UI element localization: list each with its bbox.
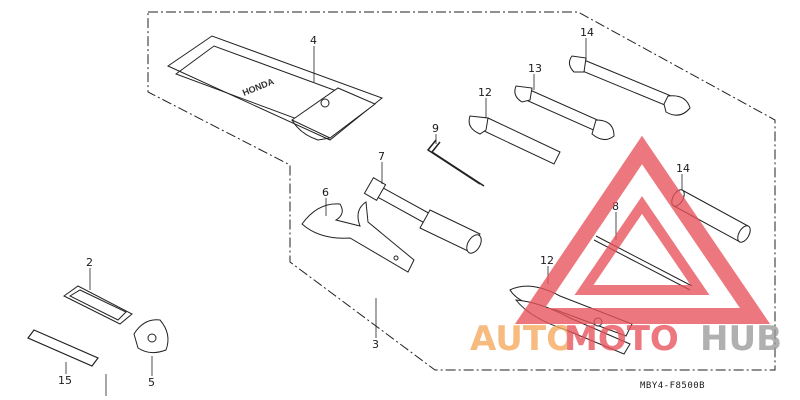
callout-6: 6 bbox=[322, 186, 329, 199]
watermark-hub: HUB bbox=[700, 319, 782, 359]
drawing-code: MBY4-F8500B bbox=[640, 381, 705, 391]
callout-4: 4 bbox=[310, 34, 317, 47]
wrench-10 bbox=[468, 115, 561, 165]
wrench-11 bbox=[514, 85, 615, 140]
watermark-moto: MOTO bbox=[564, 319, 679, 359]
callout-15: 15 bbox=[58, 374, 72, 387]
watermark-logo: AUTO MOTO HUB bbox=[470, 135, 782, 359]
callout-9: 9 bbox=[432, 122, 439, 135]
assembly-outline bbox=[147, 11, 776, 371]
callout-14: 14 bbox=[676, 162, 690, 175]
callout-7: 7 bbox=[378, 150, 385, 163]
box-spanner bbox=[363, 177, 482, 254]
watermark-auto: AUTO bbox=[470, 319, 575, 359]
callouts: 4 14 13 12 9 7 6 14 8 12 3 2 5 15 bbox=[58, 26, 690, 389]
callout-13: 12 bbox=[540, 254, 554, 267]
callout-2: 2 bbox=[86, 256, 93, 269]
wrench-12 bbox=[568, 55, 691, 116]
strap bbox=[63, 285, 133, 325]
callout-8: 8 bbox=[612, 200, 619, 213]
callout-12: 14 bbox=[580, 26, 594, 39]
pin-spanner bbox=[301, 201, 415, 273]
callout-10: 12 bbox=[478, 86, 492, 99]
callout-11: 13 bbox=[528, 62, 542, 75]
callout-5: 5 bbox=[148, 376, 155, 389]
tool-pouch: HONDA bbox=[166, 35, 384, 141]
hex-wrench bbox=[426, 139, 485, 187]
callout-3: 3 bbox=[372, 338, 379, 351]
band bbox=[27, 329, 99, 367]
holder bbox=[133, 319, 169, 354]
